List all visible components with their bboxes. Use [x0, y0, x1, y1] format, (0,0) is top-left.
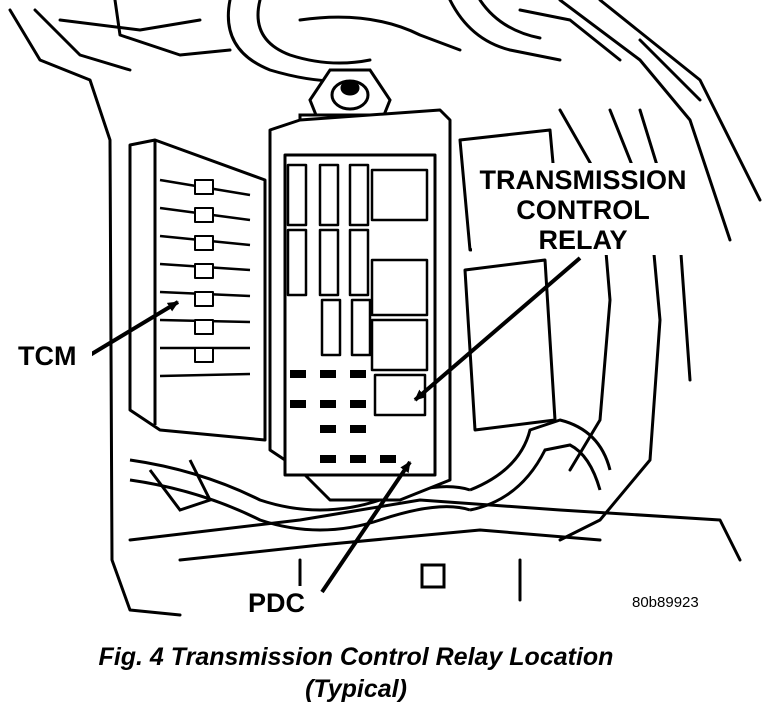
pdc-label: PDC [248, 588, 305, 618]
relay-label-line3: RELAY [538, 225, 627, 255]
tcm-label: TCM [18, 341, 76, 371]
figure-caption: Fig. 4 Transmission Control Relay Locati… [99, 643, 614, 703]
pdc-arrow [320, 460, 412, 594]
caption-line2: (Typical) [305, 675, 407, 703]
relay-label-line2: CONTROL [516, 195, 649, 225]
caption-line1: Fig. 4 Transmission Control Relay Locati… [99, 643, 614, 671]
callout-labels: TRANSMISSION CONTROL RELAY TCM PDC 80b89… [16, 163, 699, 618]
tcm-module [128, 138, 267, 442]
callout-arrows [88, 256, 582, 594]
tcm-arrow [88, 300, 180, 357]
relay-label-line1: TRANSMISSION [479, 165, 686, 195]
relay-arrow [413, 256, 582, 402]
figure-code: 80b89923 [632, 594, 699, 611]
pdc-box [268, 108, 452, 502]
ground-block [420, 563, 446, 589]
